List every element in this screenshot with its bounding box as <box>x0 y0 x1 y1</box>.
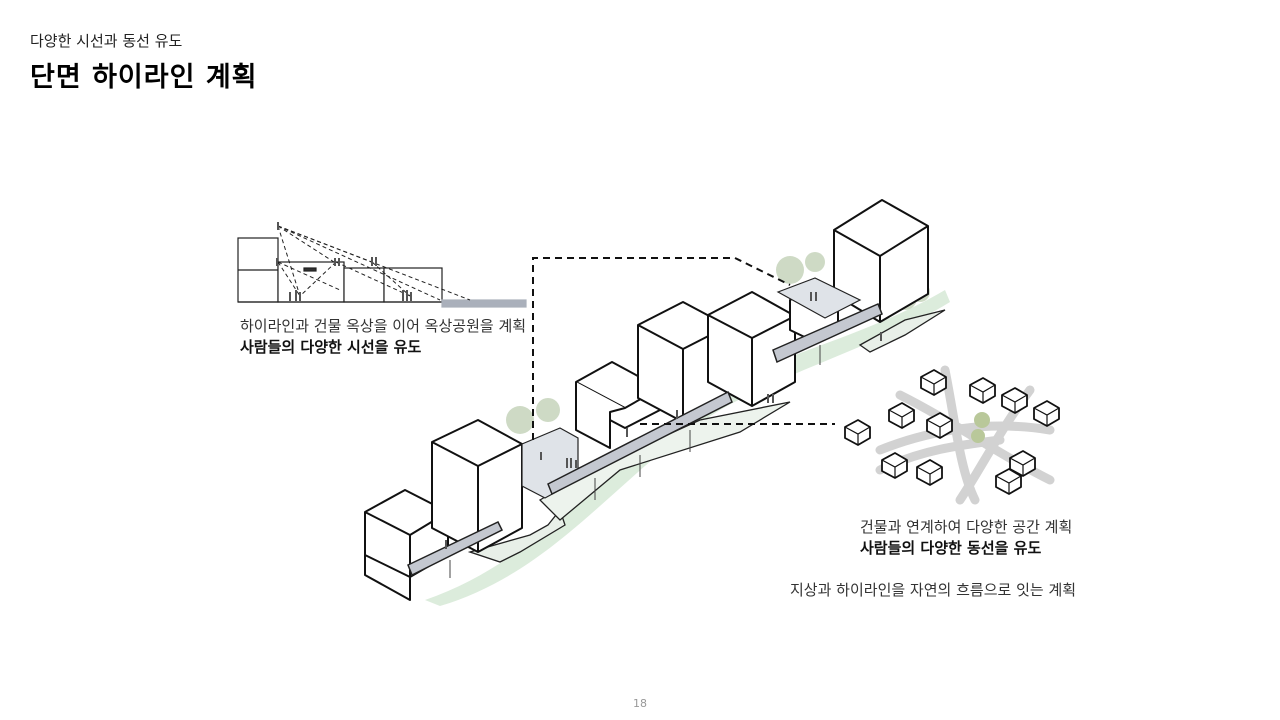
caption-right: 건물과 연계하여 다양한 공간 계획 사람들의 다양한 동선을 유도 <box>860 517 1072 559</box>
callout-lines <box>532 257 835 440</box>
caption-right-line1: 건물과 연계하여 다양한 공간 계획 <box>860 518 1073 536</box>
deck-supports <box>449 345 821 578</box>
buildings <box>364 199 929 601</box>
section-sightline-diagram <box>237 225 527 308</box>
caption-left-line2: 사람들의 다양한 시선을 유도 <box>240 338 422 356</box>
slide-title: 단면 하이라인 계획 <box>30 62 258 93</box>
caption-right-line2: 사람들의 다양한 동선을 유도 <box>860 539 1042 557</box>
caption-left-line1: 하이라인과 건물 옥상을 이어 옥상공원을 계획 <box>240 317 527 335</box>
caption-note: 지상과 하이라인을 자연의 흐름으로 잇는 계획 <box>790 581 1077 599</box>
page-number: 18 <box>633 697 647 710</box>
highline-decks <box>407 303 883 577</box>
section-people <box>276 222 412 301</box>
slide-subtitle: 다양한 시선과 동선 유도 <box>30 32 183 50</box>
caption-left: 하이라인과 건물 옥상을 이어 옥상공원을 계획 사람들의 다양한 시선을 유도 <box>240 316 526 358</box>
urban-context <box>844 365 1060 505</box>
deck-people <box>445 292 882 549</box>
